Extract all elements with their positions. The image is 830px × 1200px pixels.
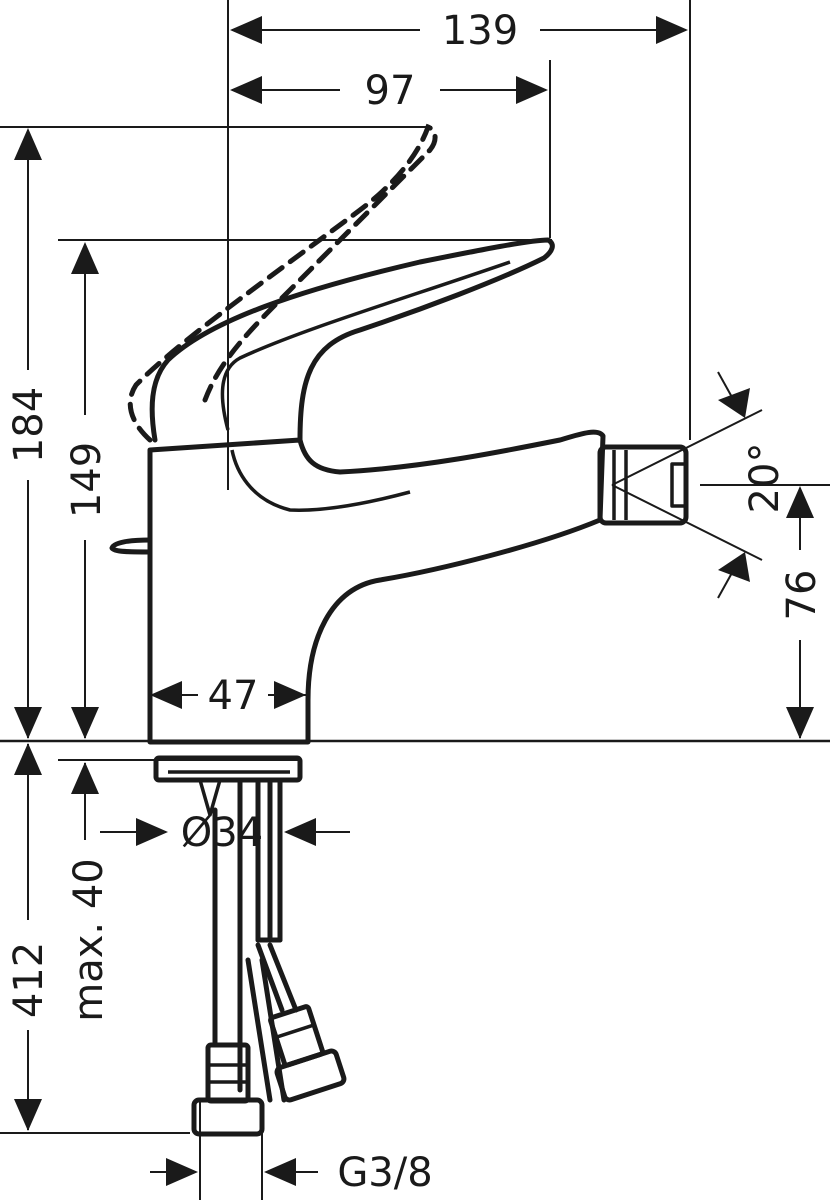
extension-lines: [0, 0, 830, 1134]
dimension-76-label: 76: [779, 570, 825, 621]
dimension-412: 412: [6, 743, 52, 1131]
dimension-diameter-34: Ø34: [100, 810, 350, 856]
faucet-body: [109, 123, 689, 745]
dimension-149-label: 149: [64, 442, 110, 518]
dimension-g38: G3/8: [150, 1100, 433, 1200]
dimension-spray-angle-label: 20°: [742, 443, 788, 514]
dimension-max-40-label: max. 40: [66, 858, 112, 1021]
dimension-412-label: 412: [6, 942, 52, 1018]
dimension-139: 139: [230, 8, 688, 54]
dimension-97: 97: [230, 68, 548, 114]
dimension-47-label: 47: [208, 673, 259, 719]
dimension-184-label: 184: [6, 387, 52, 463]
dimension-139-label: 139: [442, 8, 518, 54]
dimension-184: 184: [6, 128, 52, 739]
dimension-76: 76: [779, 486, 825, 739]
dimension-97-label: 97: [365, 68, 416, 114]
dimension-diameter-34-label: Ø34: [181, 810, 263, 856]
dimension-spray-angle: 20°: [611, 371, 788, 599]
mounting-hardware: [153, 755, 347, 1137]
dimension-149: 149: [64, 242, 110, 739]
dimension-max-40: max. 40: [66, 762, 112, 1022]
dimension-47: 47: [150, 673, 306, 719]
dimension-g38-label: G3/8: [337, 1150, 432, 1196]
